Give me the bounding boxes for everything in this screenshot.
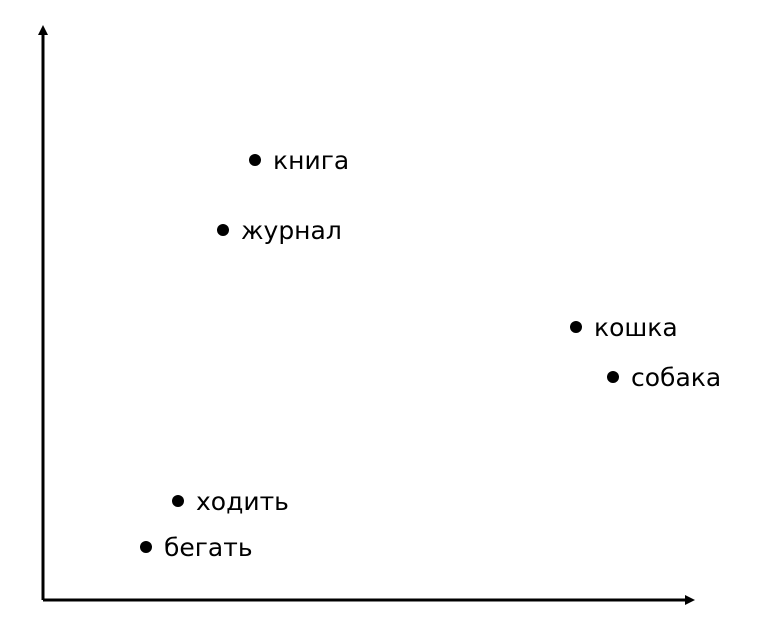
point-dot (570, 321, 582, 333)
point-khodit: ходить (172, 487, 289, 516)
point-sobaka: собака (607, 363, 721, 392)
point-dot (140, 541, 152, 553)
point-koshka: кошка (570, 313, 678, 342)
point-label: собака (631, 363, 721, 392)
point-dot (217, 224, 229, 236)
point-kniga: книга (249, 146, 349, 175)
point-label: бегать (164, 533, 253, 562)
point-label: книга (273, 146, 349, 175)
point-dot (249, 154, 261, 166)
point-dot (172, 495, 184, 507)
point-label: ходить (196, 487, 289, 516)
point-dot (607, 371, 619, 383)
point-zhurnal: журнал (217, 216, 342, 245)
point-label: кошка (594, 313, 678, 342)
point-label: журнал (241, 216, 342, 245)
point-begat: бегать (140, 533, 253, 562)
